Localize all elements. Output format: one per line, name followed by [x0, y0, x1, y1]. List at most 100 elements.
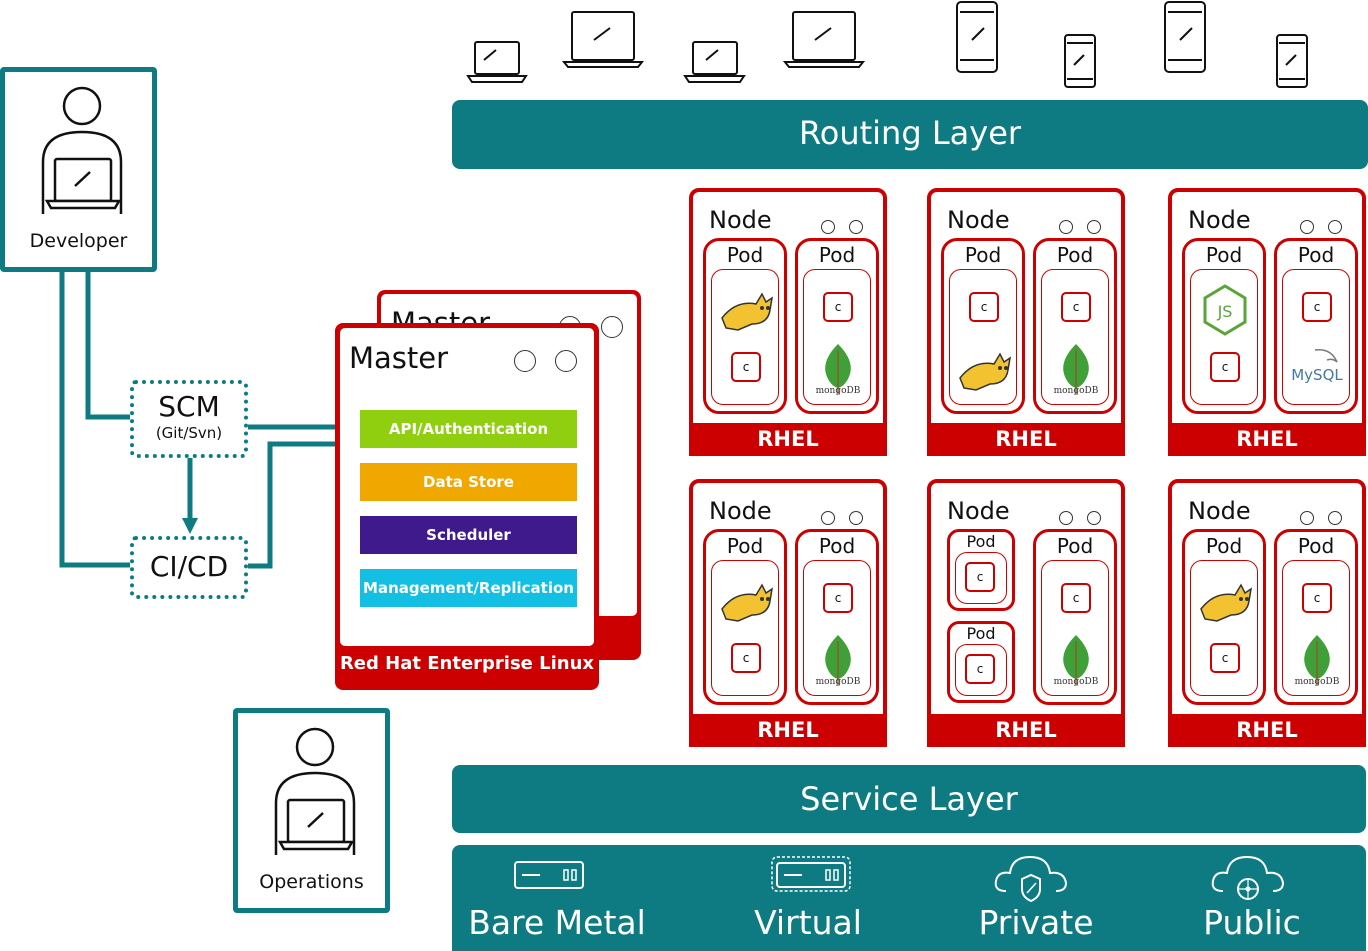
- infrastructure-layer: Bare Metal Virtual Private Public: [452, 845, 1366, 951]
- status-circle-icon: [821, 220, 835, 234]
- pod-label: Pod: [726, 534, 764, 558]
- pod-label: Pod: [1297, 243, 1335, 267]
- master-band-datastore: Data Store: [360, 463, 577, 501]
- pod-label: Pod: [1297, 534, 1335, 558]
- client-devices: [466, 1, 1308, 88]
- laptop-icon: [561, 11, 645, 68]
- operations-box: Operations: [233, 708, 390, 913]
- status-circle-icon: [849, 220, 863, 234]
- logo-wrap: [716, 571, 776, 631]
- rhel-footer: RHEL: [1168, 423, 1366, 456]
- logo-wrap: MySQL: [1287, 340, 1347, 400]
- pod-label: Pod: [818, 534, 856, 558]
- mongodb-label: mongoDB: [1053, 386, 1099, 396]
- cicd-box: CI/CD: [130, 536, 248, 599]
- status-circle-icon: [1087, 220, 1101, 234]
- developer-box: Developer: [0, 67, 157, 272]
- tomcat-icon: [959, 352, 1012, 391]
- master-footer: Red Hat Enterprise Linux: [339, 653, 595, 674]
- infra-virtual: Virtual: [754, 903, 862, 942]
- logo-wrap: mongoDB: [1046, 340, 1106, 400]
- node-title: Node: [1188, 497, 1251, 525]
- tomcat-icon: [721, 292, 774, 331]
- pod-label: Pod: [1056, 534, 1094, 558]
- container-box: c: [1210, 352, 1240, 382]
- pod-inner: c mongoDB: [803, 560, 871, 696]
- node-title: Node: [709, 206, 772, 234]
- rhel-footer: RHEL: [927, 714, 1125, 747]
- logo-wrap: mongoDB: [1287, 631, 1347, 691]
- mongodb-leaf-icon: [1304, 635, 1330, 685]
- mongodb-leaf-icon: [825, 344, 851, 394]
- logo-wrap: [954, 340, 1014, 400]
- pod-label: Pod: [964, 243, 1002, 267]
- node-title: Node: [947, 206, 1010, 234]
- developer-label: Developer: [29, 230, 128, 252]
- container-box: c: [1061, 292, 1091, 322]
- logo-wrap: [716, 280, 776, 340]
- status-circle-icon: [555, 350, 577, 372]
- laptop-icon: [466, 41, 528, 83]
- pod-label: Pod: [1205, 534, 1243, 558]
- pod: Pod c: [941, 238, 1025, 414]
- status-circle-icon: [1059, 220, 1073, 234]
- operations-label: Operations: [259, 871, 364, 893]
- master-band-management: Management/Replication: [360, 569, 577, 607]
- container-box: c: [969, 292, 999, 322]
- container-box: c: [823, 292, 853, 322]
- container-box: c: [731, 352, 761, 382]
- status-circle-icon: [1087, 511, 1101, 525]
- logo-wrap: mongoDB: [808, 631, 868, 691]
- scm-box: SCM (Git/Svn): [130, 380, 248, 458]
- container-box: c: [1210, 643, 1240, 673]
- container-box: c: [1302, 583, 1332, 613]
- mysql-label: MySQL: [1291, 366, 1343, 384]
- container-box: c: [823, 583, 853, 613]
- master-front: Master API/Authentication Data Store Sch…: [335, 323, 599, 690]
- service-layer: Service Layer: [452, 765, 1366, 833]
- pod: Pod c mongoDB: [1274, 529, 1358, 705]
- node-title: Node: [1188, 206, 1251, 234]
- logo-wrap: [1195, 571, 1255, 631]
- logo-wrap: JS: [1195, 280, 1255, 340]
- status-circle-icon: [601, 316, 623, 338]
- phone-icon: [1064, 34, 1096, 88]
- pod-inner: c: [1190, 560, 1258, 696]
- mongodb-leaf-icon: [1063, 635, 1089, 685]
- mongodb-leaf-icon: [1063, 344, 1089, 394]
- private-cloud-icon: [994, 855, 1068, 903]
- master-band-scheduler: Scheduler: [360, 516, 577, 554]
- pod: Pod c: [1182, 529, 1266, 705]
- container-box: c: [965, 562, 995, 592]
- laptop-icon: [782, 11, 866, 68]
- person-with-laptop-icon: [41, 86, 123, 214]
- rhel-footer: RHEL: [1168, 714, 1366, 747]
- tomcat-icon: [721, 583, 774, 622]
- pod-label: Pod: [726, 243, 764, 267]
- phone-icon: [1276, 34, 1308, 88]
- pod-inner: c: [711, 560, 779, 696]
- rhel-footer: RHEL: [689, 423, 887, 456]
- public-cloud-icon: [1211, 855, 1285, 900]
- logo-wrap: mongoDB: [1046, 631, 1106, 691]
- mongodb-label: mongoDB: [1053, 677, 1099, 687]
- connection-lines: [59, 270, 337, 569]
- pod-inner: JS c: [1190, 269, 1258, 405]
- status-circle-icon: [514, 350, 536, 372]
- server-icon: [514, 861, 584, 889]
- status-circle-icon: [1328, 511, 1342, 525]
- pod-inner: c mongoDB: [1282, 560, 1350, 696]
- tomcat-icon: [1200, 583, 1253, 622]
- status-circle-icon: [1300, 511, 1314, 525]
- node-title: Node: [947, 497, 1010, 525]
- pod-label: Pod: [818, 243, 856, 267]
